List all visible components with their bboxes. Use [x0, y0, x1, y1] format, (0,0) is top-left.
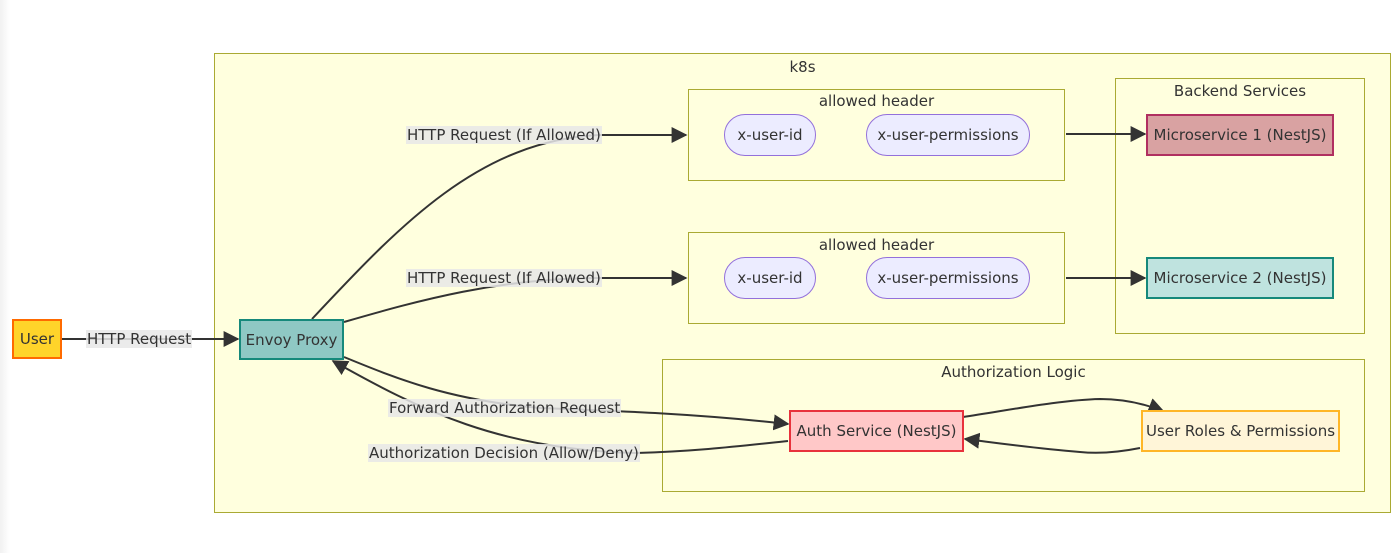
user-node-label: User — [19, 330, 55, 348]
auth-service-label: Auth Service (NestJS) — [796, 422, 957, 440]
header2-user-permissions-pill: x-user-permissions — [866, 257, 1030, 299]
user-node: User — [12, 319, 62, 359]
user-roles-permissions-node: User Roles & Permissions — [1141, 410, 1340, 452]
allowed-header-title-1: allowed header — [818, 92, 935, 110]
header1-user-id-pill: x-user-id — [724, 114, 816, 156]
authorization-logic-title: Authorization Logic — [941, 363, 1086, 381]
backend-services-title: Backend Services — [1173, 82, 1307, 100]
microservice-2-label: Microservice 2 (NestJS) — [1153, 269, 1327, 287]
edge-label-authorization-decision: Authorization Decision (Allow/Deny) — [368, 444, 640, 462]
header1-user-permissions-label: x-user-permissions — [877, 126, 1019, 144]
allowed-header-title-2: allowed header — [818, 236, 935, 254]
edge-auth-to-roles — [962, 397, 1165, 418]
auth-service-node: Auth Service (NestJS) — [789, 410, 964, 452]
k8s-cluster-title: k8s — [789, 58, 816, 76]
left-edge-shade — [0, 0, 10, 553]
header2-user-id-label: x-user-id — [737, 269, 803, 287]
edge-roles-to-auth — [963, 432, 1141, 454]
envoy-proxy-label: Envoy Proxy — [245, 330, 338, 349]
microservice-2-node: Microservice 2 (NestJS) — [1146, 257, 1334, 299]
edge-label-forward-authorization: Forward Authorization Request — [388, 399, 622, 417]
edge-label-http-allowed-2: HTTP Request (If Allowed) — [406, 269, 602, 287]
header1-user-permissions-pill: x-user-permissions — [866, 114, 1030, 156]
edge-label-http-request: HTTP Request — [86, 330, 193, 348]
edge-envoy-to-header1 — [311, 127, 688, 320]
microservice-1-node: Microservice 1 (NestJS) — [1146, 114, 1334, 156]
header2-user-permissions-label: x-user-permissions — [877, 269, 1019, 287]
header2-user-id-pill: x-user-id — [724, 257, 816, 299]
edge-label-http-allowed-1: HTTP Request (If Allowed) — [406, 126, 602, 144]
user-roles-permissions-label: User Roles & Permissions — [1145, 422, 1336, 440]
header1-user-id-label: x-user-id — [737, 126, 803, 144]
envoy-proxy-node: Envoy Proxy — [239, 319, 344, 360]
microservice-1-label: Microservice 1 (NestJS) — [1153, 126, 1327, 144]
